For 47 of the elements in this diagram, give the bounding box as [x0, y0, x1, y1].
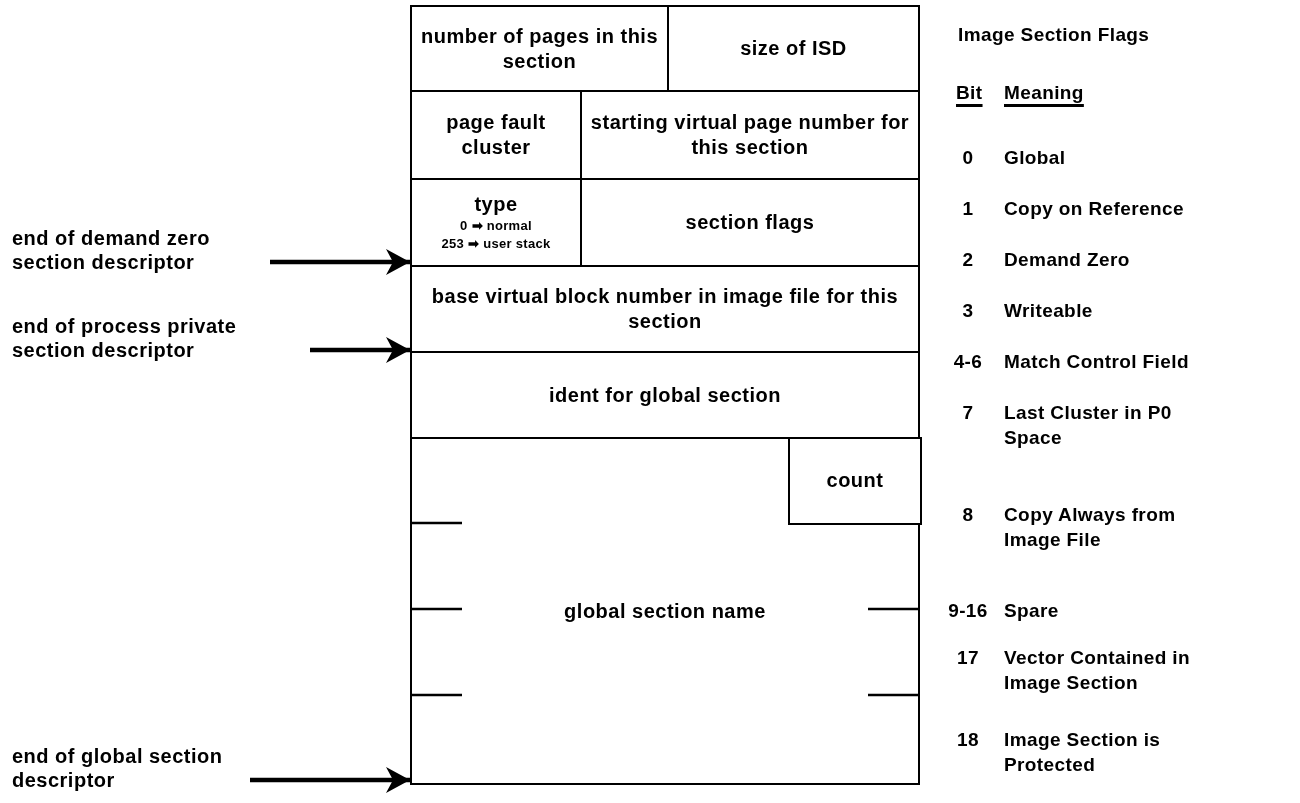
flag-meaning: Last Cluster in P0 Space	[1004, 401, 1173, 450]
bit-number: 7	[961, 401, 975, 425]
field-cell	[410, 437, 920, 785]
field-label: base virtual block number in image file for this section	[430, 284, 900, 334]
field-label: size of ISD	[740, 36, 847, 61]
value-note: 0 ➡ normal	[460, 217, 532, 235]
bit-number: 2	[961, 248, 975, 272]
bit-number: 0	[961, 146, 975, 170]
field-label: type	[474, 192, 518, 217]
field-cell	[410, 265, 920, 353]
arrow	[310, 337, 410, 363]
flag-meaning: Demand Zero	[1004, 248, 1130, 272]
arrow	[250, 767, 410, 793]
flag-meaning: Global	[1004, 146, 1066, 170]
flag-meaning: Match Control Field	[1004, 350, 1189, 374]
value-note: 253 ➡ user stack	[441, 235, 551, 253]
field-cell	[410, 5, 669, 92]
column-header: Meaning	[1004, 81, 1084, 105]
field-label: page fault cluster	[445, 110, 547, 160]
annotation-text: end of global section descriptor	[12, 744, 242, 792]
bit-number: 4-6	[952, 350, 984, 374]
annotation-text: end of process private section descriptor	[12, 314, 302, 362]
flag-meaning: Image Section is Protected	[1004, 728, 1162, 777]
field-cell	[667, 5, 920, 92]
bit-number: 17	[956, 646, 980, 670]
field-label: number of pages in this section	[420, 23, 659, 74]
flag-meaning: Spare	[1004, 599, 1059, 623]
column-header: Bit	[956, 81, 983, 105]
arrow	[270, 249, 410, 275]
flag-meaning: Writeable	[1004, 299, 1093, 323]
bit-number: 9-16	[947, 599, 989, 623]
bit-number: 18	[956, 728, 980, 752]
flag-meaning: Copy Always from Image File	[1004, 503, 1177, 552]
field-label: global section name	[564, 598, 766, 624]
bit-number: 8	[961, 503, 975, 527]
field-label: ident for global section	[549, 382, 781, 408]
flag-meaning: Copy on Reference	[1004, 197, 1184, 221]
bit-number: 3	[961, 299, 975, 323]
field-label: count	[826, 468, 884, 493]
flag-meaning: Vector Contained in Image Section	[1004, 646, 1191, 695]
bit-number: 1	[961, 197, 975, 221]
field-cell	[788, 436, 922, 525]
annotation-text: end of demand zero section descriptor	[12, 226, 262, 274]
field-label: starting virtual page number for this section	[590, 110, 910, 160]
table-title: Image Section Flags	[958, 23, 1150, 47]
field-cell	[410, 351, 920, 439]
field-label: section flags	[685, 210, 815, 235]
